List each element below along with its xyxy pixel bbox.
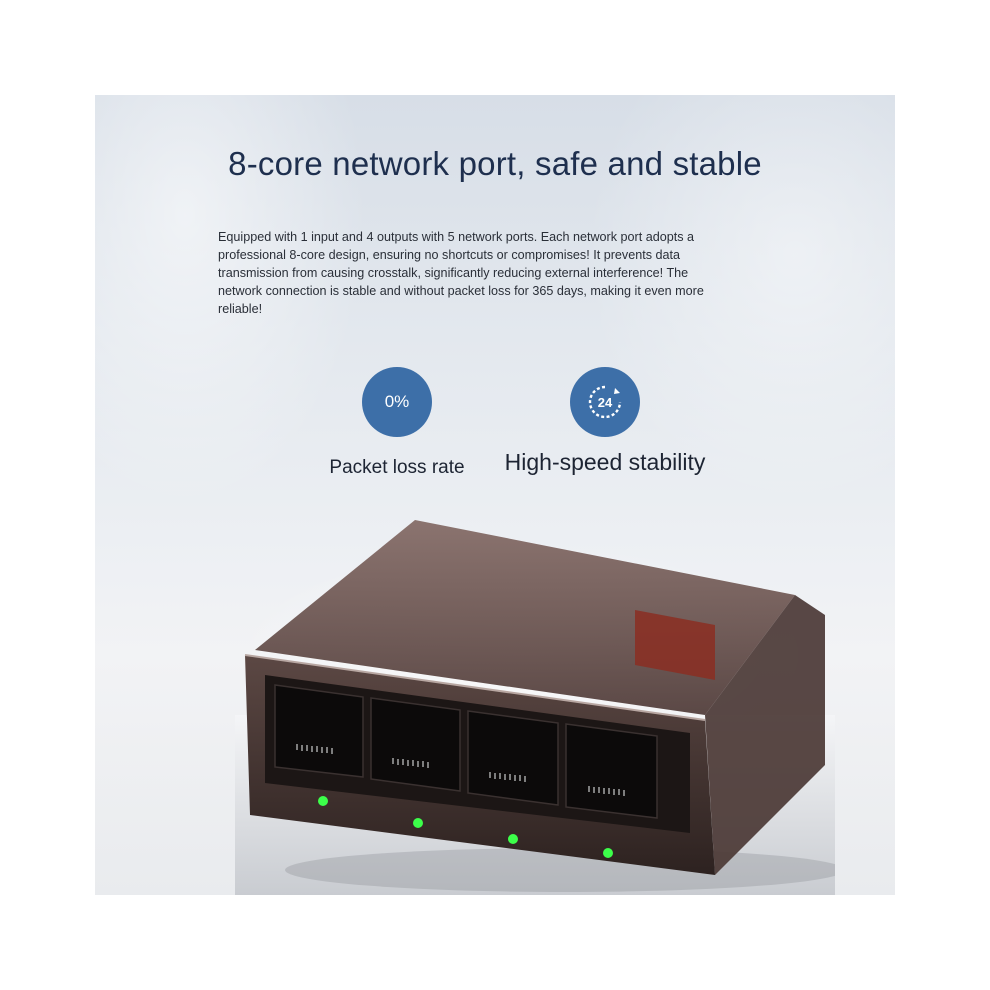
page-title: 8-core network port, safe and stable xyxy=(228,145,762,182)
packet-loss-badge: 0% xyxy=(362,367,432,437)
product-banner: 8-core network port, safe and stable Equ… xyxy=(95,95,895,895)
network-switch-image xyxy=(235,520,835,895)
description-text: Equipped with 1 input and 4 outputs with… xyxy=(218,230,704,316)
stability-badge: 24 xyxy=(570,367,640,437)
stability-label: High-speed stability xyxy=(504,449,706,475)
port-led-3 xyxy=(508,834,518,844)
feature-packet-loss: 0% Packet loss rate xyxy=(317,367,477,479)
port-led-4 xyxy=(603,848,613,858)
packet-loss-label: Packet loss rate xyxy=(329,457,465,478)
port-led-2 xyxy=(413,818,423,828)
clock-24-icon: 24 xyxy=(588,385,622,419)
packet-loss-value: 0% xyxy=(384,392,410,411)
feature-stability: 24 High-speed stability xyxy=(485,367,725,476)
stability-badge-text: 24 xyxy=(598,395,613,410)
port-led-1 xyxy=(318,796,328,806)
